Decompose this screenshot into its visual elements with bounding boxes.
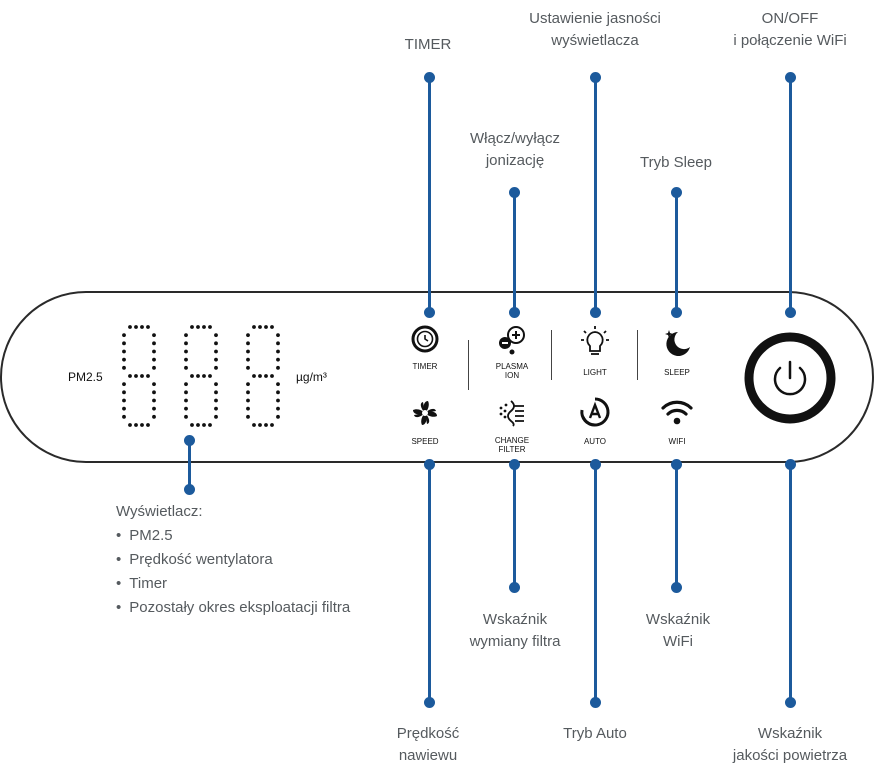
leader-dot-sleep-bottom — [671, 307, 682, 318]
callout-wifi-label: Wskaźnik WiFi — [618, 609, 738, 653]
leader-dot-filter-bottom — [509, 582, 520, 593]
leader-auto — [594, 464, 597, 701]
change-filter-line1: CHANGE — [494, 436, 530, 445]
leader-dot-wifi-top — [671, 459, 682, 470]
display-item-fan-speed: Prędkość wentylatora — [116, 548, 350, 572]
leader-sleep — [675, 193, 678, 312]
light-icon[interactable] — [580, 325, 610, 359]
timer-icon[interactable] — [410, 324, 440, 354]
leader-dot-sleep-top — [671, 187, 682, 198]
callout-power-line1: ON/OFF — [761, 10, 819, 27]
timer-label: TIMER — [412, 362, 438, 371]
callout-brightness-label: Ustawienie jasności wyświetlacza — [505, 8, 685, 52]
callout-wifi-line1: Wskaźnik — [645, 611, 711, 628]
leader-dot-brightness-top — [590, 72, 601, 83]
leader-air-quality — [789, 464, 792, 701]
leader-filter — [513, 464, 516, 586]
unit-label: µg/m³ — [296, 370, 327, 384]
change-filter-label: CHANGE FILTER — [487, 436, 537, 454]
callout-sleep-label: Tryb Sleep — [640, 154, 712, 171]
plasma-ion-icon[interactable] — [497, 324, 527, 356]
callout-air-quality-line1: Wskaźnik — [757, 725, 823, 742]
display-items: PM2.5 Prędkość wentylatora Timer Pozosta… — [116, 524, 350, 620]
leader-dot-filter-top — [509, 459, 520, 470]
callout-air-quality-line2: jakości powietrza — [732, 747, 848, 764]
leader-dot-timer-bottom — [424, 307, 435, 318]
callout-filter-line2: wymiany filtra — [469, 633, 561, 650]
leader-power — [789, 78, 792, 312]
fan-speed-icon[interactable] — [410, 398, 440, 428]
callout-power-line2: i połączenie WiFi — [733, 32, 847, 49]
leader-dot-ionization-bottom — [509, 307, 520, 318]
leader-dot-power-top — [785, 72, 796, 83]
leader-dot-air-top — [785, 459, 796, 470]
change-filter-line2: FILTER — [498, 445, 526, 454]
sleep-icon[interactable] — [661, 328, 693, 360]
callout-ionization-label: Włącz/wyłącz jonizację — [445, 128, 585, 172]
leader-display — [188, 441, 191, 489]
callout-timer-label: TIMER — [404, 36, 452, 53]
display-item-pm25: PM2.5 — [116, 524, 350, 548]
callout-power-label: ON/OFF i połączenie WiFi — [715, 8, 865, 52]
leader-dot-power-bottom — [785, 307, 796, 318]
leader-dot-brightness-bottom — [590, 307, 601, 318]
sleep-label: SLEEP — [664, 368, 690, 377]
leader-dot-auto-bottom — [590, 697, 601, 708]
leader-dot-display-top — [184, 435, 195, 446]
auto-label: AUTO — [583, 437, 607, 446]
plasma-ion-label: PLASMA ION — [487, 362, 537, 380]
callout-air-quality-label: Wskaźnik jakości powietrza — [710, 723, 870, 767]
auto-icon[interactable] — [579, 396, 611, 428]
pm25-label: PM2.5 — [68, 370, 103, 384]
display-heading: Wyświetlacz: — [116, 503, 203, 520]
callout-fan-speed-line2: nawiewu — [398, 747, 458, 764]
display-description: Wyświetlacz: PM2.5 Prędkość wentylatora … — [116, 500, 350, 620]
speed-label: SPEED — [411, 437, 439, 446]
display-item-timer: Timer — [116, 572, 350, 596]
callout-filter-line1: Wskaźnik — [482, 611, 548, 628]
leader-ionization — [513, 193, 516, 312]
callout-filter-label: Wskaźnik wymiany filtra — [445, 609, 585, 653]
plasma-label-line1: PLASMA — [495, 362, 529, 371]
leader-dot-timer-top — [424, 72, 435, 83]
leader-brightness — [594, 78, 597, 312]
leader-timer — [428, 78, 431, 312]
display-item-filter-life: Pozostały okres eksploatacji filtra — [116, 596, 350, 620]
callout-fan-speed-line1: Prędkość — [396, 725, 460, 742]
light-label: LIGHT — [583, 368, 607, 377]
control-panel — [0, 291, 874, 463]
separator-3 — [637, 330, 638, 380]
leader-dot-fan-bottom — [424, 697, 435, 708]
leader-dot-ionization-top — [509, 187, 520, 198]
callout-ionization-line1: Włącz/wyłącz — [469, 130, 560, 147]
callout-fan-speed-label: Prędkość nawiewu — [368, 723, 488, 767]
callout-wifi-line2: WiFi — [663, 633, 693, 650]
leader-dot-air-bottom — [785, 697, 796, 708]
plasma-label-line2: ION — [504, 371, 520, 380]
leader-fan-speed — [428, 464, 431, 701]
callout-brightness-line1: Ustawienie jasności — [529, 10, 661, 27]
callout-ionization-line2: jonizację — [485, 152, 545, 169]
separator-2 — [551, 330, 552, 380]
wifi-icon[interactable] — [661, 398, 693, 426]
leader-dot-fan-top — [424, 459, 435, 470]
callout-auto-label: Tryb Auto — [563, 725, 627, 742]
wifi-label: WIFI — [668, 437, 686, 446]
leader-wifi — [675, 464, 678, 586]
leader-dot-wifi-bottom — [671, 582, 682, 593]
leader-dot-auto-top — [590, 459, 601, 470]
separator-1 — [468, 340, 469, 390]
power-icon[interactable] — [742, 330, 838, 426]
leader-dot-display-bottom — [184, 484, 195, 495]
callout-brightness-line2: wyświetlacza — [551, 32, 639, 49]
change-filter-icon[interactable] — [497, 398, 527, 428]
